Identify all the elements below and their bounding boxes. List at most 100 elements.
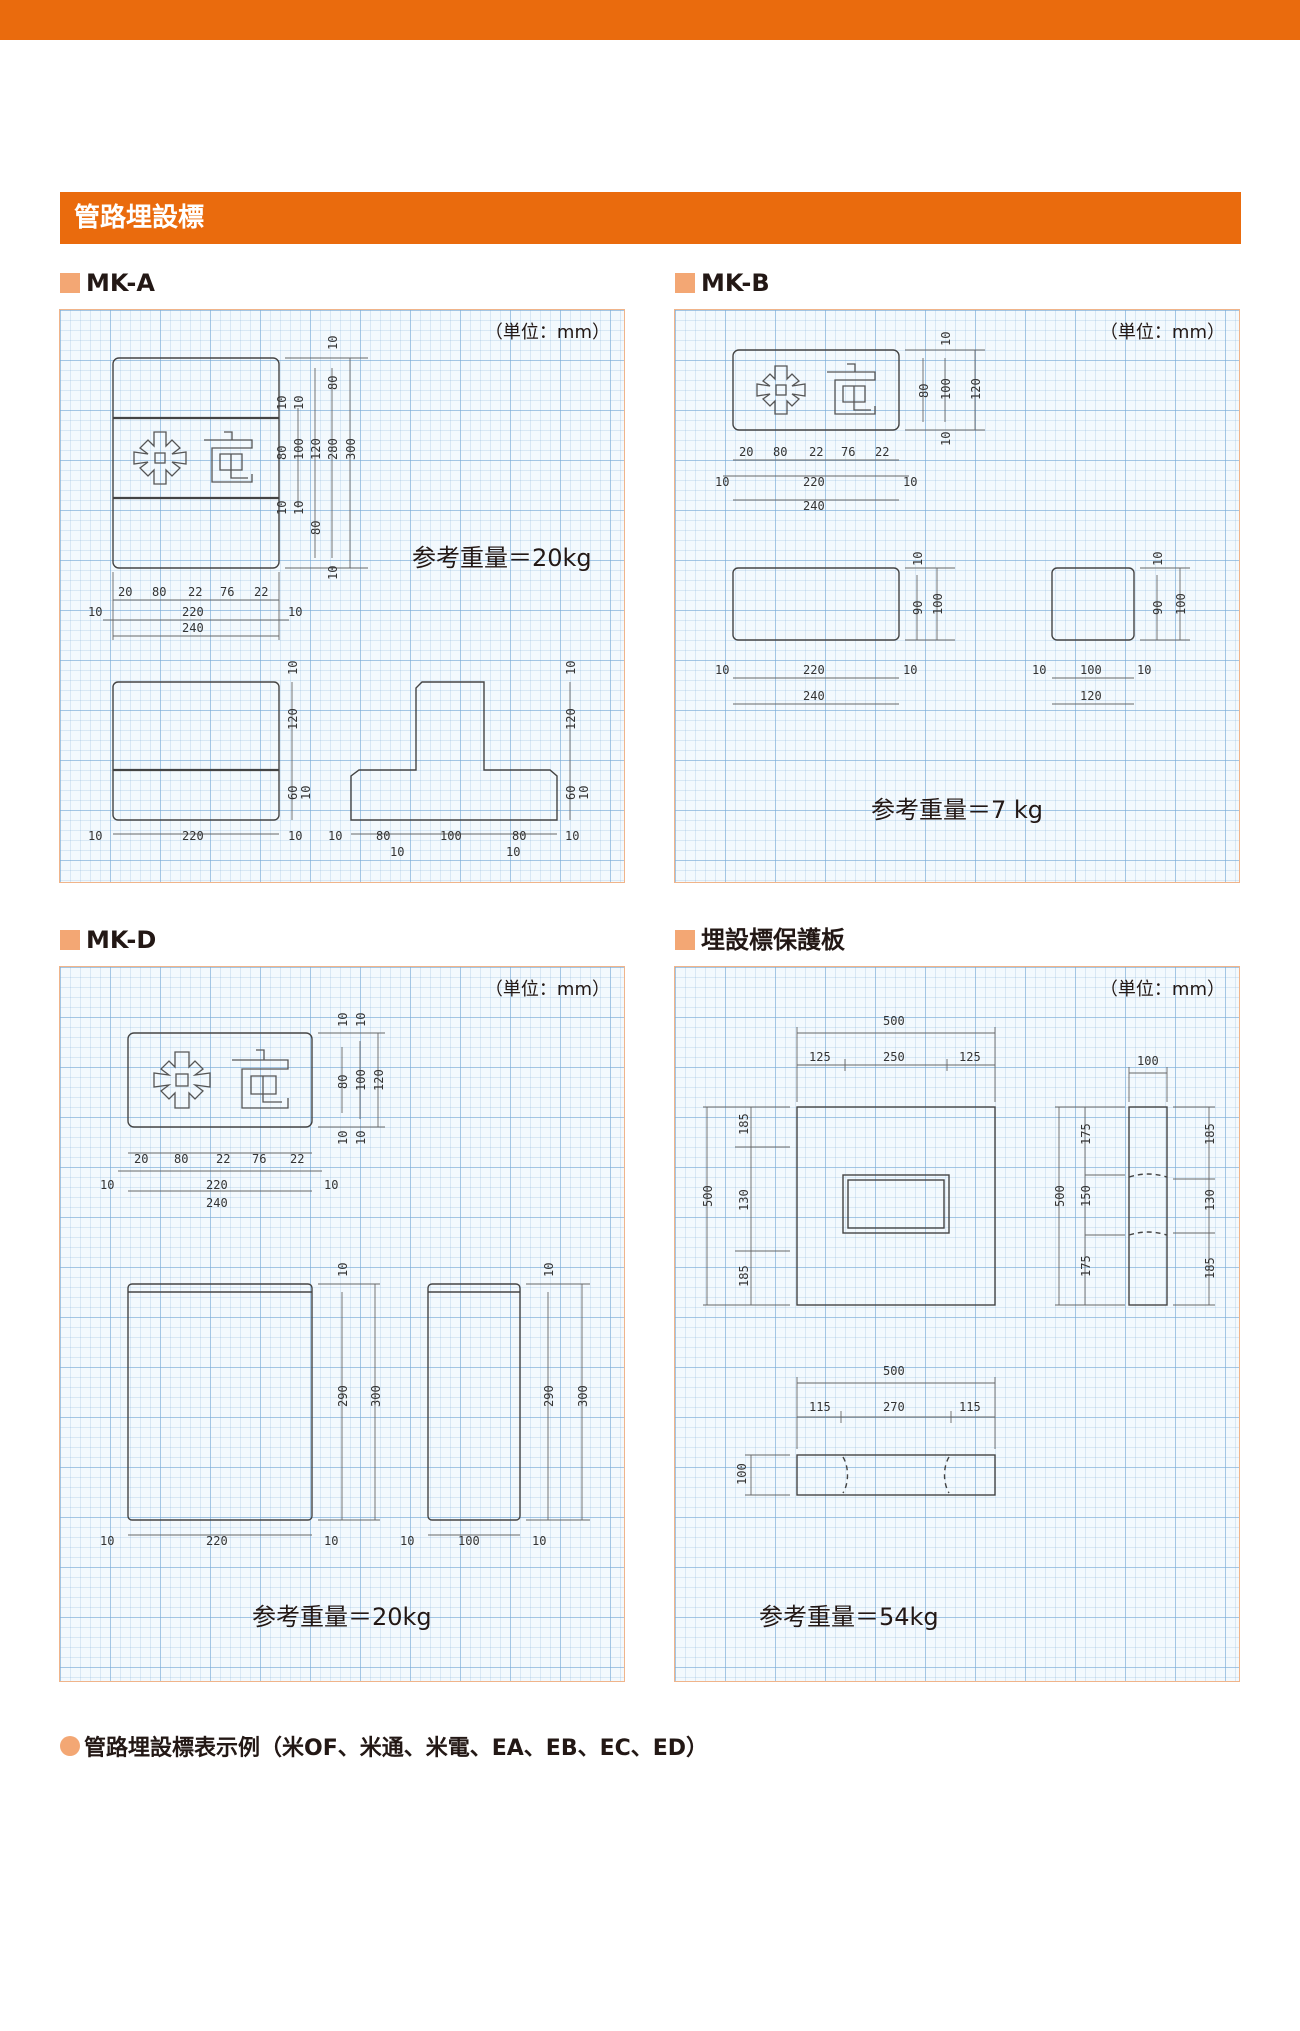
dim-10: 10 xyxy=(336,1013,350,1027)
snowflake-emblem-icon xyxy=(133,431,187,485)
dim-10: 10 xyxy=(324,1178,338,1192)
dim-120: 120 xyxy=(1080,689,1102,703)
dim-22: 22 xyxy=(254,585,268,599)
panel-title-mka: MK-A xyxy=(60,268,155,298)
dim-290: 290 xyxy=(542,1385,556,1407)
dim-150: 150 xyxy=(1079,1185,1093,1207)
dim-80: 80 xyxy=(376,829,390,843)
dim-10: 10 xyxy=(564,661,578,675)
unit-label: （単位：mm） xyxy=(484,979,610,1000)
dim-115: 115 xyxy=(959,1400,981,1414)
weight-label: 参考重量＝7 kg xyxy=(871,796,1044,824)
end-view-shape xyxy=(427,1283,521,1521)
plate-drawing: 500 125 250 125 500 185 130 185 100 500 … xyxy=(701,1014,1217,1496)
square-bullet-icon xyxy=(675,930,695,950)
dim-185: 185 xyxy=(1203,1257,1217,1279)
dim-10: 10 xyxy=(390,845,404,859)
unit-label: （単位：mm） xyxy=(1099,979,1225,1000)
display-examples-text: 管路埋設標表示例（米OF、米通、米電、EA、EB、EC、ED） xyxy=(84,1736,709,1761)
dim-220: 220 xyxy=(803,663,825,677)
dim-130: 130 xyxy=(737,1189,751,1211)
section-header: 管路埋設標 xyxy=(60,192,1241,244)
front-view-shape xyxy=(127,1032,313,1128)
dim-120: 120 xyxy=(969,378,983,400)
dim-76: 76 xyxy=(220,585,234,599)
dim-10: 10 xyxy=(506,845,520,859)
dim-10: 10 xyxy=(400,1534,414,1548)
dim-100: 100 xyxy=(1137,1054,1159,1068)
side-view-shape xyxy=(732,567,900,641)
dim-10: 10 xyxy=(336,1131,350,1145)
unit-label: （単位：mm） xyxy=(484,322,610,343)
snowflake-emblem-icon xyxy=(756,365,806,415)
dim-220: 220 xyxy=(206,1534,228,1548)
dim-100: 100 xyxy=(1080,663,1102,677)
dim-10: 10 xyxy=(532,1534,546,1548)
dim-10: 10 xyxy=(939,432,953,446)
dim-10: 10 xyxy=(275,501,289,515)
dim-120: 120 xyxy=(286,708,300,730)
drawing-panel-mkb: （単位：mm） 10 80 100 120 10 20 80 22 76 22 … xyxy=(674,309,1240,883)
dim-80: 80 xyxy=(309,521,323,535)
dim-10: 10 xyxy=(328,829,342,843)
dim-10: 10 xyxy=(715,475,729,489)
dim-80: 80 xyxy=(773,445,787,459)
front-view-shape xyxy=(112,357,280,569)
panel-title-mkb: MK-B xyxy=(675,268,770,298)
dim-500: 500 xyxy=(883,1014,905,1028)
dim-500: 500 xyxy=(1053,1185,1067,1207)
dim-20: 20 xyxy=(118,585,132,599)
square-bullet-icon xyxy=(60,273,80,293)
dim-80: 80 xyxy=(174,1152,188,1166)
center-opening-shape xyxy=(842,1174,950,1234)
dim-10: 10 xyxy=(100,1534,114,1548)
dim-10: 10 xyxy=(326,566,340,580)
dim-240: 240 xyxy=(206,1196,228,1210)
dim-10: 10 xyxy=(336,1263,350,1277)
dim-100: 100 xyxy=(735,1463,749,1485)
dim-100: 100 xyxy=(939,378,953,400)
unit-label: （単位：mm） xyxy=(1099,322,1225,343)
dim-10: 10 xyxy=(903,663,917,677)
dim-76: 76 xyxy=(841,445,855,459)
mka-drawing: 300 280 120 100 80 10 10 80 10 10 80 10 … xyxy=(88,336,591,859)
dim-240: 240 xyxy=(803,689,825,703)
weight-label: 参考重量＝54kg xyxy=(759,1603,939,1631)
dim-100: 100 xyxy=(458,1534,480,1548)
side-section-shape xyxy=(1128,1106,1168,1306)
dim-250: 250 xyxy=(883,1050,905,1064)
panel-title-mkd: MK-D xyxy=(60,925,156,955)
dim-10: 10 xyxy=(715,663,729,677)
dim-10: 10 xyxy=(88,829,102,843)
dim-120: 120 xyxy=(309,438,323,460)
dim-130: 130 xyxy=(1203,1189,1217,1211)
dim-270: 270 xyxy=(883,1400,905,1414)
dim-185: 185 xyxy=(1203,1123,1217,1145)
top-accent-bar xyxy=(0,0,1300,40)
dim-10: 10 xyxy=(324,1534,338,1548)
drawing-panel-protection-plate: （単位：mm） 500 125 250 125 500 185 130 185 xyxy=(674,966,1240,1682)
dim-125: 125 xyxy=(959,1050,981,1064)
dim-220: 220 xyxy=(182,605,204,619)
dim-80: 80 xyxy=(152,585,166,599)
dim-20: 20 xyxy=(739,445,753,459)
t-section-shape xyxy=(350,681,558,821)
dim-10: 10 xyxy=(577,786,591,800)
dim-125: 125 xyxy=(809,1050,831,1064)
dim-90: 90 xyxy=(911,601,925,615)
plan-view-shape xyxy=(796,1106,996,1306)
dim-120: 120 xyxy=(564,708,578,730)
dim-20: 20 xyxy=(134,1152,148,1166)
dim-22: 22 xyxy=(875,445,889,459)
dim-60: 60 xyxy=(286,786,300,800)
dim-10: 10 xyxy=(292,396,306,410)
side-view-shape xyxy=(112,681,280,821)
dim-22: 22 xyxy=(188,585,202,599)
dim-100: 100 xyxy=(440,829,462,843)
mkb-drawing: 10 80 100 120 10 20 80 22 76 22 10 220 1… xyxy=(715,332,1190,705)
dim-80: 80 xyxy=(512,829,526,843)
dim-10: 10 xyxy=(1137,663,1151,677)
dim-10: 10 xyxy=(1032,663,1046,677)
dim-10: 10 xyxy=(354,1013,368,1027)
dim-240: 240 xyxy=(182,621,204,635)
